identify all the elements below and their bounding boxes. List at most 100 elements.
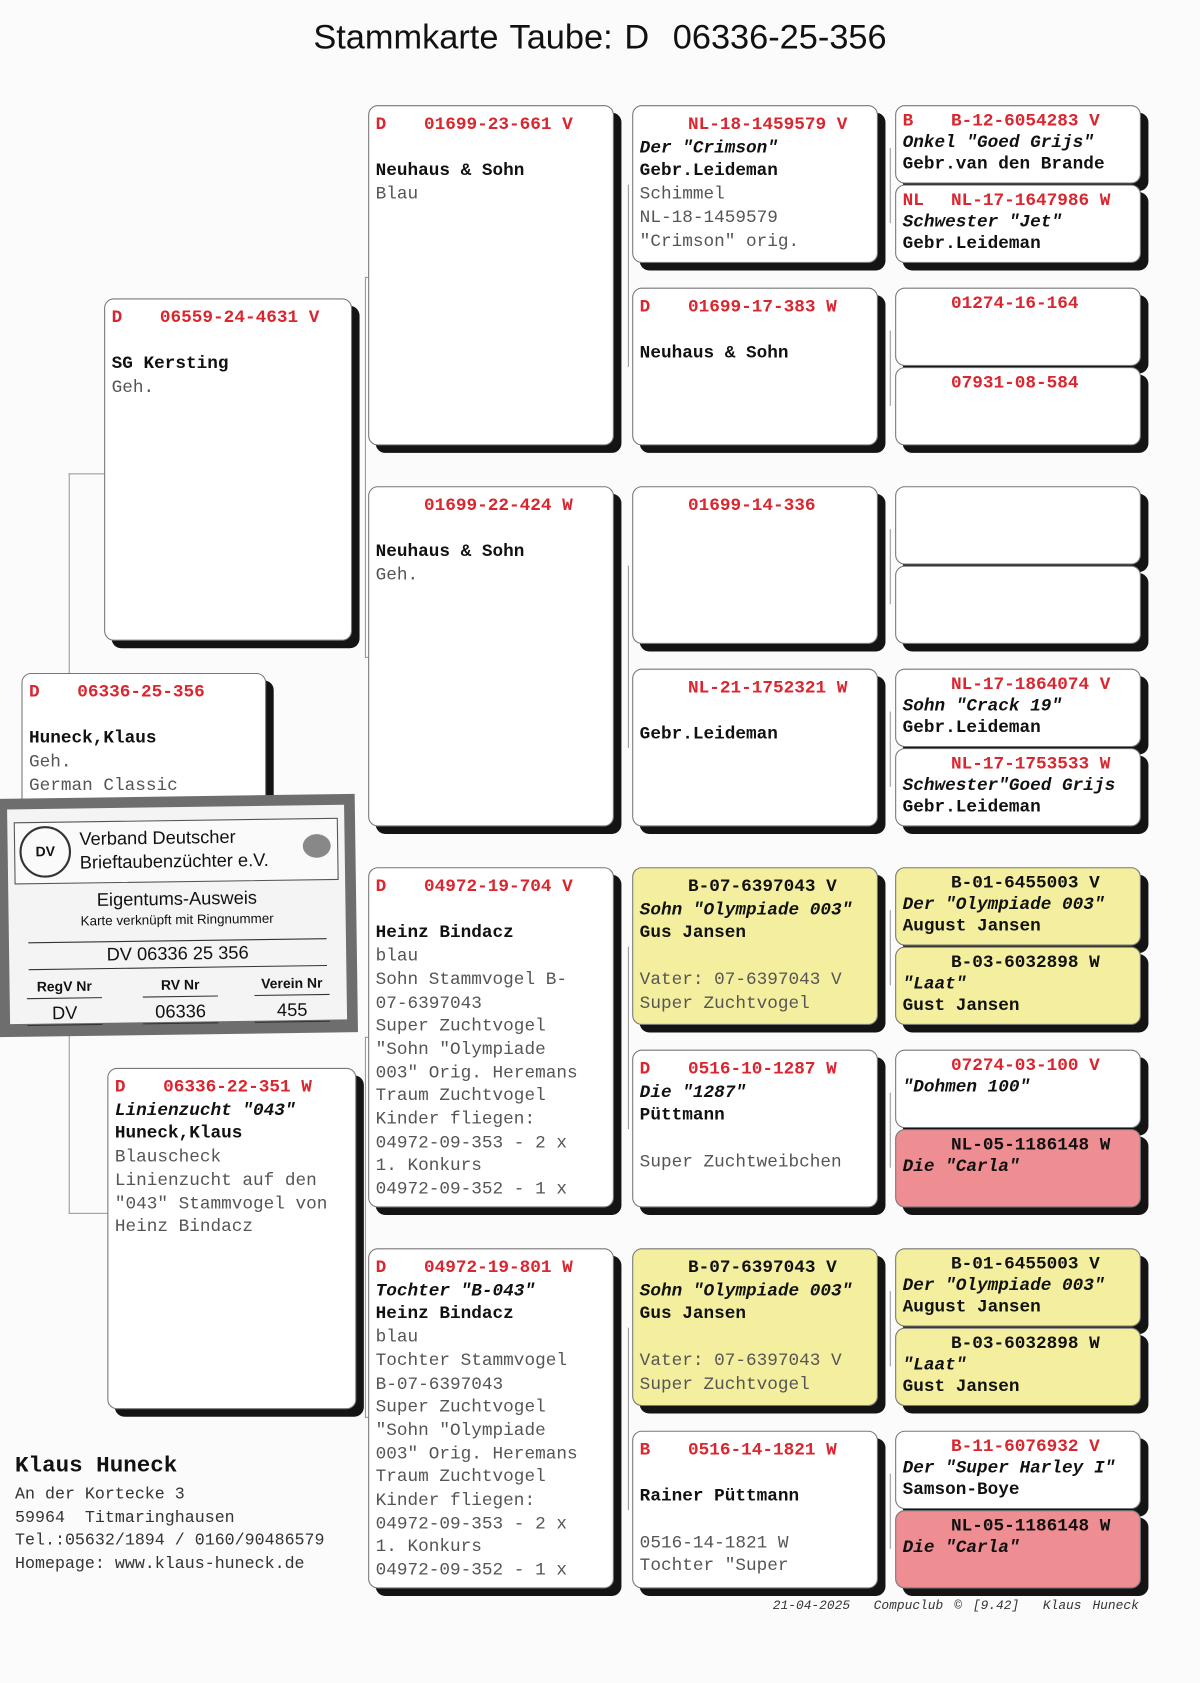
country-prefix — [903, 873, 951, 894]
connector-line — [364, 276, 366, 658]
ring-number: 01699-14-336 — [687, 494, 816, 516]
country-prefix — [903, 1134, 951, 1155]
owner-line: Huneck,Klaus — [28, 728, 157, 749]
owner-line: August Jansen — [902, 1296, 1041, 1317]
pigeon-box-gg-grandparent: B-03-6032898 W"Laat"Gust Jansen — [895, 946, 1141, 1026]
pigeon-box-great-grandparent: 01699-14-336 — [632, 486, 878, 644]
owner-homepage: Homepage: www.klaus-huneck.de — [15, 1553, 305, 1573]
connector-line — [889, 330, 891, 406]
connector-line — [364, 1036, 366, 1418]
owner-city: 59964 Titmaringhausen — [15, 1507, 235, 1527]
ring-number: 04972-19-801 W — [423, 1256, 573, 1278]
pigeon-name-line: Sohn "Crack 19" — [902, 695, 1063, 716]
country-prefix — [640, 676, 688, 699]
pigeon-name-line: "Dohmen 100" — [902, 1076, 1031, 1097]
info-line: Linienzucht auf den — [114, 1169, 317, 1191]
info-line: 1. Konkurs — [375, 1536, 482, 1557]
card-rv-label: RV Nr — [142, 976, 218, 998]
connector-line — [889, 1473, 891, 1549]
owner-line: Heinz Bindacz — [375, 1303, 514, 1324]
connector-line — [627, 184, 629, 368]
pigeon-name-line: Linienzucht "043" — [114, 1099, 296, 1121]
card-regv-value: DV — [26, 998, 103, 1027]
connector-line — [889, 529, 891, 605]
owner-line: Gebr.Leideman — [902, 716, 1041, 738]
pigeon-box-gg-grandparent: 01274-16-164 — [895, 287, 1141, 366]
info-line: 1. Konkurs — [375, 1155, 482, 1176]
owner-line: August Jansen — [902, 915, 1041, 936]
info-line — [29, 704, 265, 727]
pigeon-name-line: "Laat" — [902, 973, 967, 994]
country-prefix: D — [111, 306, 123, 328]
pigeon-name-line: Der "Super Harley I" — [902, 1457, 1116, 1478]
connector-line — [627, 1327, 629, 1511]
ring-number: 0516-10-1287 W — [687, 1058, 837, 1079]
ring-header: D 06336-22-351 W — [115, 1075, 355, 1098]
country-prefix: D — [114, 1076, 126, 1097]
ring-number: B-01-6455003 V — [950, 872, 1100, 893]
owner-line: Gust Jansen — [902, 1375, 1020, 1397]
country-prefix — [903, 1333, 951, 1354]
country-prefix — [640, 113, 688, 136]
ring-number: 06336-22-351 W — [163, 1076, 312, 1097]
info-line: Blauscheck — [114, 1146, 222, 1167]
ring-number: 07931-08-584 — [950, 372, 1079, 393]
ring-header: NL-05-1186148 W — [903, 1134, 1140, 1155]
info-line: Super Zuchtweibchen — [639, 1151, 842, 1172]
pigeon-name-line: Der "Olympiade 003" — [902, 894, 1105, 915]
card-org-line1: Verband Deutscher — [79, 826, 236, 850]
info-line: 07-6397043 — [375, 992, 482, 1013]
country-prefix — [903, 753, 951, 774]
info-line: 04972-09-353 - 2 x — [375, 1132, 567, 1153]
info-line: 003" Orig. Heremans — [375, 1443, 578, 1464]
ring-number: 04972-19-704 V — [423, 875, 573, 897]
country-prefix: D — [28, 681, 40, 702]
ring-number: B-01-6455003 V — [950, 1253, 1100, 1275]
info-line: Tochter "Super — [639, 1555, 789, 1577]
ring-header: NL-17-1864074 V — [903, 674, 1140, 695]
connector-line — [68, 473, 106, 475]
ring-number: NL-05-1186148 W — [950, 1515, 1111, 1536]
connector-line — [364, 1416, 370, 1418]
country-prefix — [640, 494, 688, 517]
info-line — [640, 1127, 877, 1150]
connector-line — [364, 656, 370, 658]
info-line — [112, 329, 351, 352]
owner-line: Neuhaus & Sohn — [639, 342, 789, 364]
pigeon-box-gg-grandparent — [895, 565, 1141, 644]
info-line: Geh. — [111, 376, 155, 398]
ownership-card: DV Verband Deutscher Brieftaubenzüchter … — [0, 793, 358, 1038]
country-prefix: D — [375, 1256, 387, 1278]
info-line — [640, 699, 877, 722]
country-prefix — [903, 1515, 951, 1536]
card-ring-number: DV 06336 25 356 — [28, 938, 328, 971]
card-verein-label: Verein Nr — [254, 974, 330, 997]
owner-line: Gebr.Leideman — [639, 723, 778, 745]
card-header: DV Verband Deutscher Brieftaubenzüchter … — [13, 817, 339, 885]
info-line: blau — [375, 1326, 419, 1348]
country-prefix: B — [639, 1439, 651, 1460]
card-subtitle: Karte verknüpft mit Ringnummer — [80, 910, 274, 929]
info-line: Traum Zuchtvogel — [375, 1085, 546, 1106]
ring-number: NL-18-1459579 V — [687, 113, 848, 135]
ring-number: 01699-22-424 W — [423, 494, 573, 516]
pigeon-name-line: Schwester"Goed Grijs — [902, 774, 1116, 796]
country-prefix — [903, 1055, 951, 1076]
pigeon-box-gg-grandparent: 07931-08-584 — [895, 367, 1141, 446]
info-line: "Crimson" orig. — [639, 230, 800, 251]
country-prefix — [903, 674, 951, 695]
